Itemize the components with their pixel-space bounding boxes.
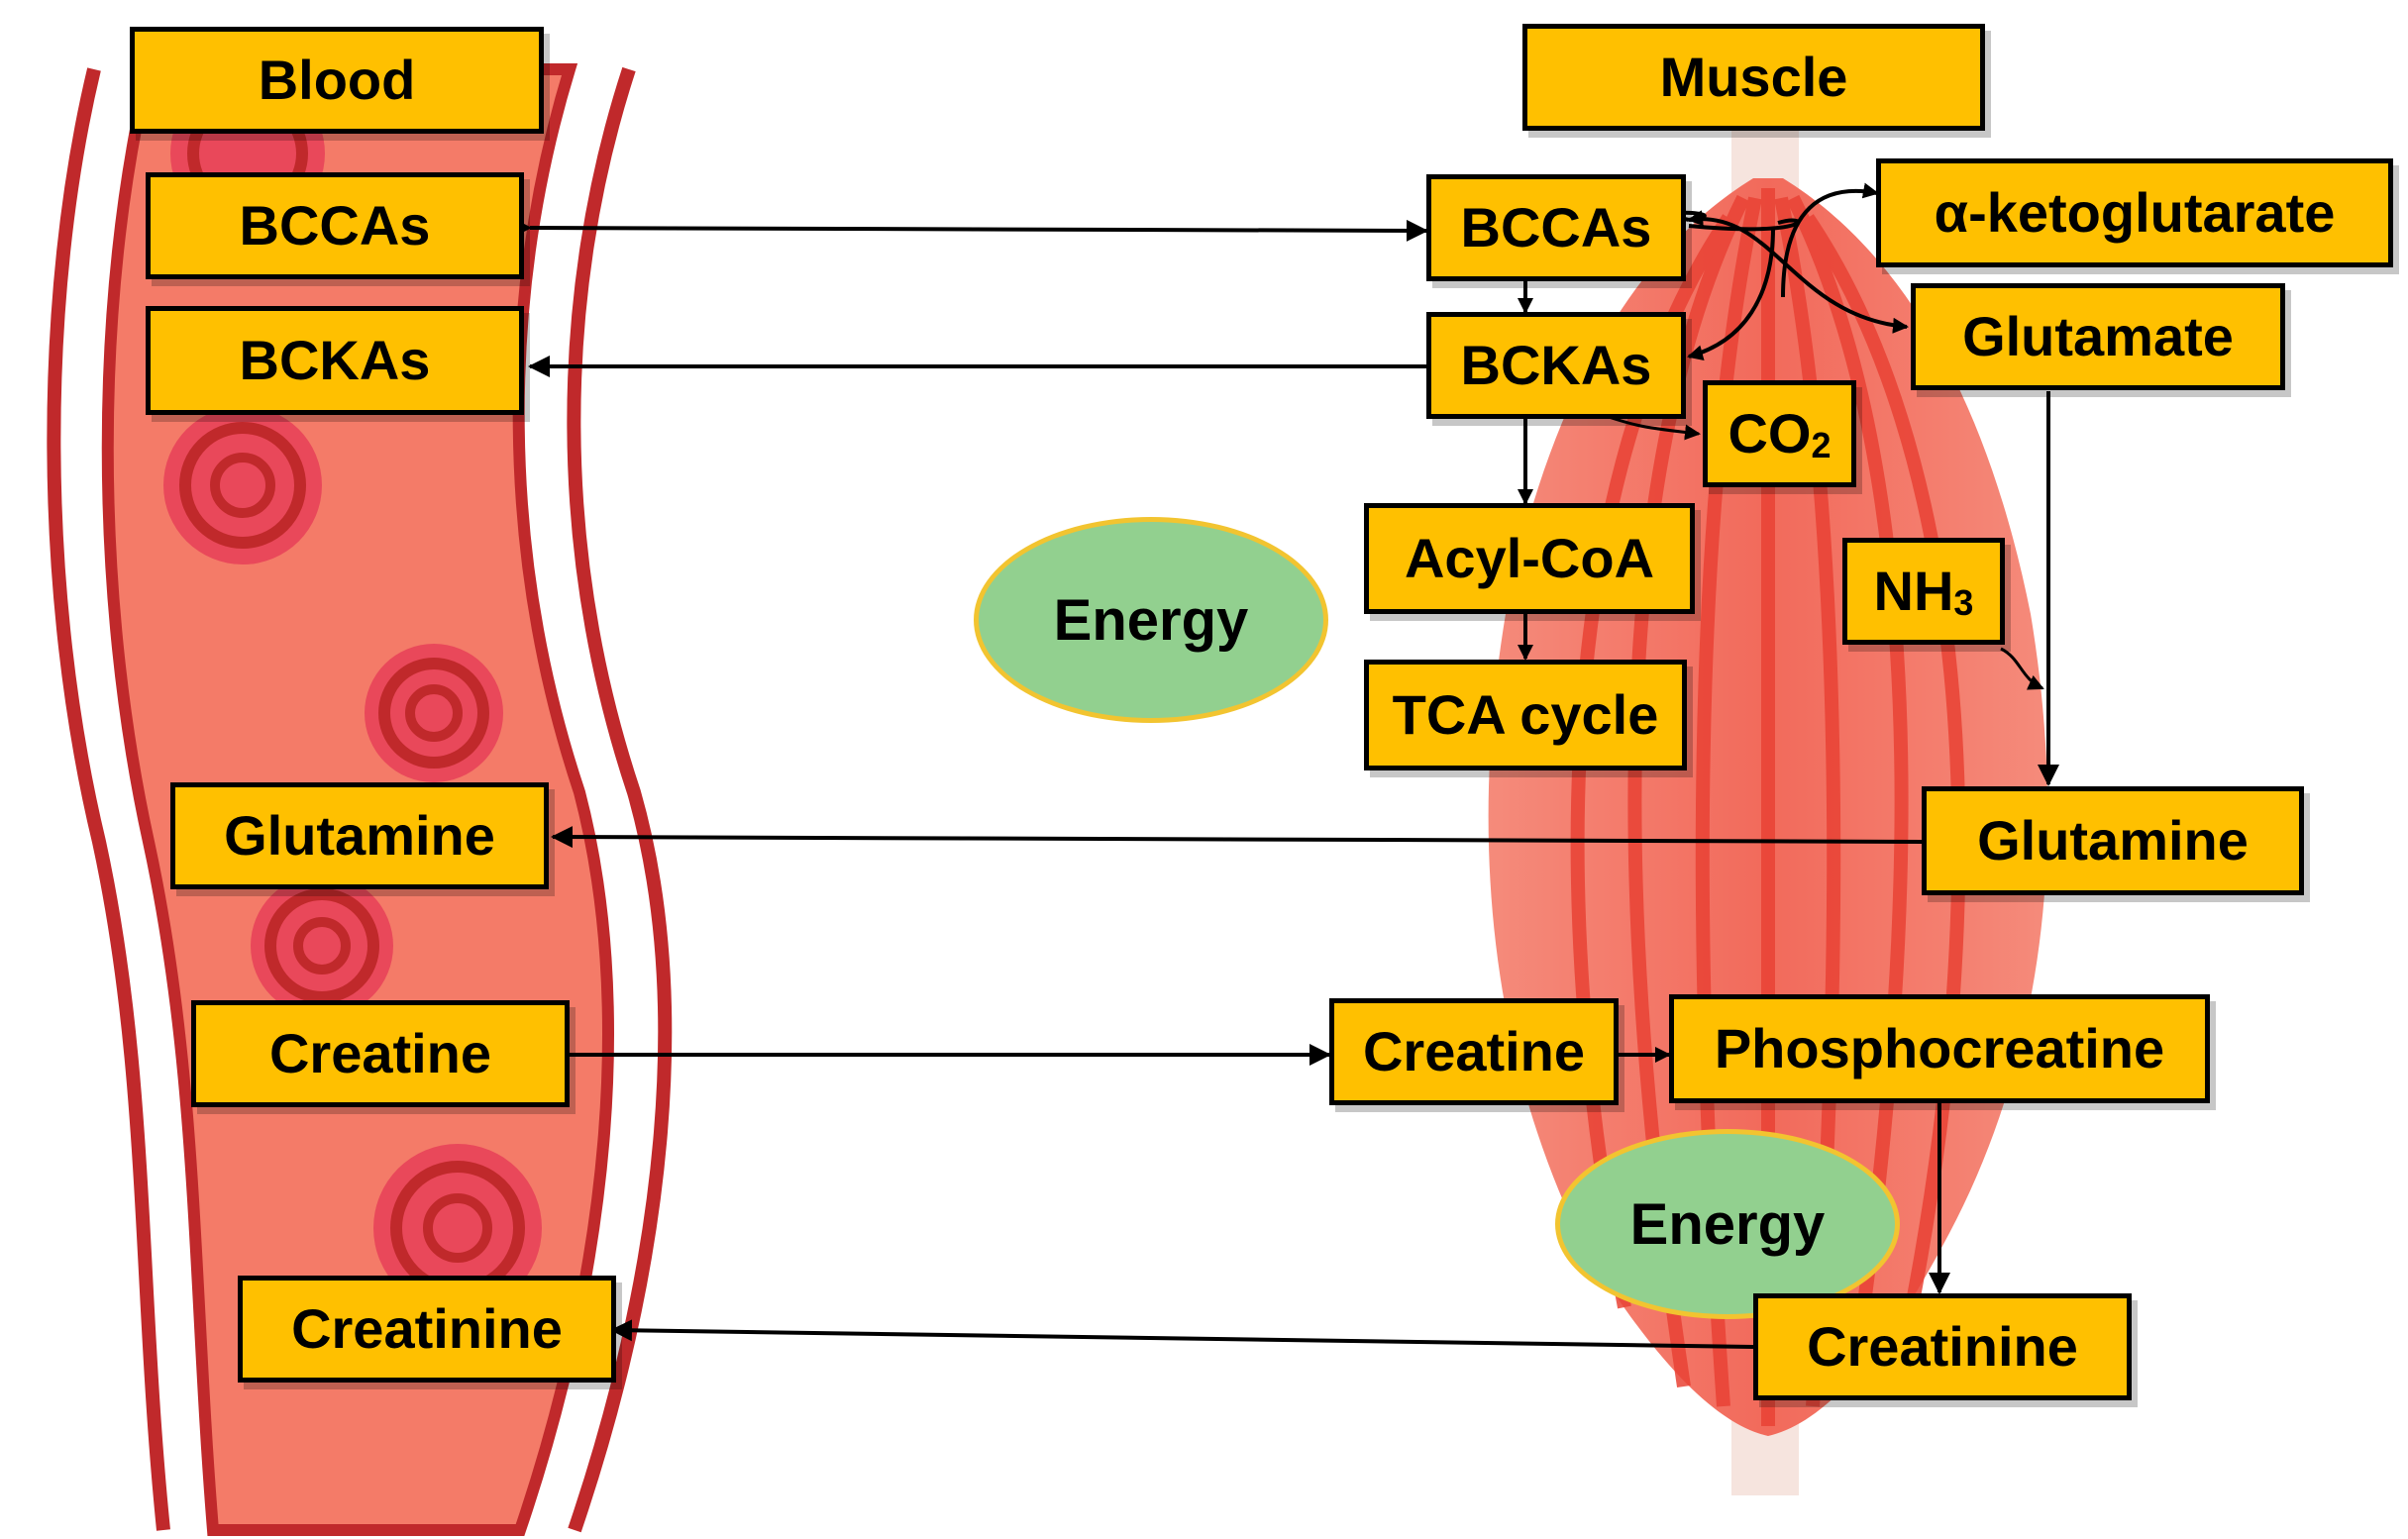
nh3-subscript: 3: [1953, 582, 1974, 623]
connector-arrows: [509, 182, 2059, 1349]
blood-title: Blood: [130, 27, 544, 134]
muscle-creatinine-box: Creatinine: [1753, 1293, 2132, 1400]
blood-cell: [365, 644, 503, 782]
muscle-bccas-box: BCCAs: [1426, 174, 1686, 281]
muscle-title: Muscle: [1522, 24, 1985, 131]
tca-cycle-box: TCA cycle: [1364, 660, 1687, 770]
arrow-glutamine-to-blood: [551, 826, 1923, 849]
blood-creatinine-box: Creatinine: [238, 1276, 616, 1383]
co2-subscript: 2: [1811, 425, 1832, 465]
muscle-graphic: [1488, 109, 2048, 1495]
muscle-bckas-box: BCKAs: [1426, 312, 1686, 419]
blood-cell: [251, 874, 393, 1017]
energy-ellipse-bottom: Energy: [1555, 1129, 1900, 1319]
muscle-glutamine-box: Glutamine: [1922, 786, 2304, 895]
blood-cell: [163, 406, 322, 564]
arrow-nh3: [2000, 647, 2044, 690]
arrow-glutamate-to-bccas: [1688, 218, 1801, 232]
alpha-ketoglutarate-box: α-ketoglutarate: [1876, 158, 2393, 267]
acyl-coa-box: Acyl-CoA: [1364, 503, 1695, 614]
blood-glutamine-box: Glutamine: [170, 782, 549, 889]
blood-bckas-box: BCKAs: [146, 306, 524, 415]
blood-creatine-box: Creatine: [191, 1000, 570, 1107]
blood-bccas-box: BCCAs: [146, 172, 524, 279]
arrow-bccas-exchange: [509, 216, 1428, 242]
nh3-label: NH: [1873, 560, 1954, 622]
energy-ellipse-top: Energy: [974, 517, 1328, 723]
glutamate-box: Glutamate: [1911, 283, 2285, 390]
phosphocreatine-box: Phosphocreatine: [1669, 994, 2210, 1103]
arrow-creatinine-to-blood: [610, 1319, 1754, 1349]
co2-label: CO: [1727, 402, 1812, 464]
muscle-creatine-box: Creatine: [1329, 998, 1619, 1105]
